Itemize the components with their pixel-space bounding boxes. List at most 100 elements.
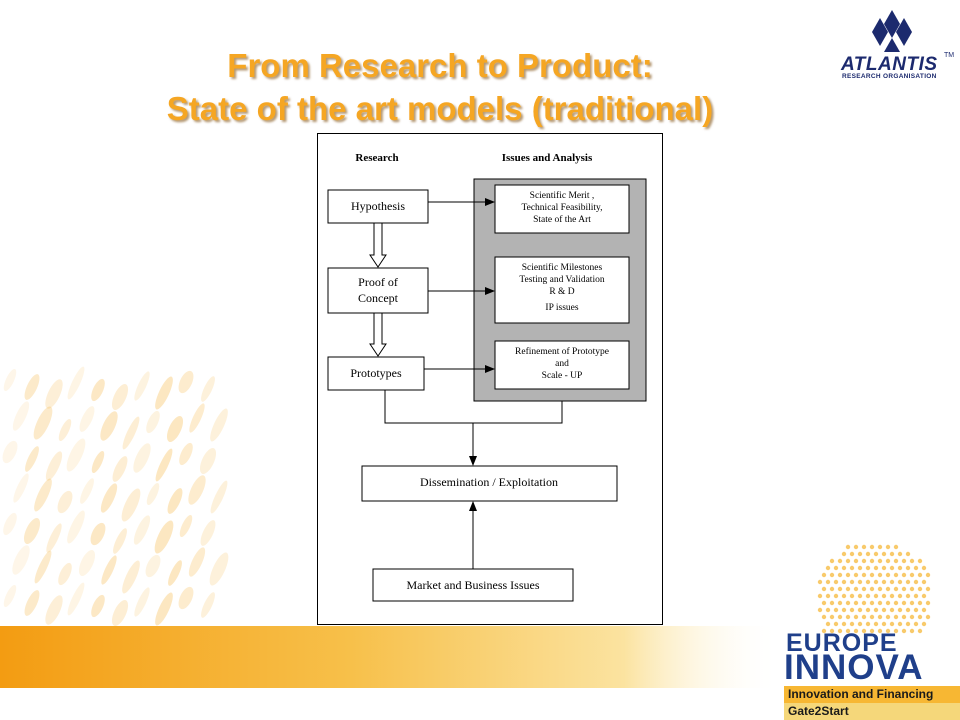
globe-dot: [905, 607, 911, 613]
swirl-mark: [111, 384, 129, 410]
swirl-mark: [45, 451, 63, 481]
globe-dot: [909, 600, 915, 606]
globe-dot: [853, 614, 859, 620]
globe-dot: [869, 572, 875, 578]
swirl-mark: [24, 374, 40, 400]
globe-dot: [837, 628, 843, 634]
globe-dot: [893, 558, 899, 564]
globe-dot: [901, 586, 907, 592]
europe-innova-logo-line2: INNOVA: [784, 648, 924, 687]
globe-dot: [845, 600, 851, 606]
globe-dot: [925, 586, 931, 592]
swirl-mark: [166, 416, 184, 442]
swirl-mark: [121, 488, 141, 522]
globe-dot: [881, 565, 887, 571]
globe-dot: [821, 586, 827, 592]
globe-dot: [885, 544, 891, 550]
swirl-mark: [33, 406, 53, 440]
swirl-mark: [3, 512, 17, 536]
swirl-mark: [134, 587, 150, 617]
globe-dot: [869, 544, 875, 550]
globe-dot: [829, 628, 835, 634]
globe-dot: [885, 558, 891, 564]
globe-dot: [841, 565, 847, 571]
dissemination-box: [361, 465, 618, 502]
globe-dot: [881, 551, 887, 557]
globe-dot: [857, 593, 863, 599]
swirl-mark: [201, 592, 215, 618]
orange-swirl-pattern: [2, 366, 229, 626]
swirl-mark: [134, 371, 150, 401]
globe-dot: [849, 607, 855, 613]
issue-box-refinement: [494, 340, 630, 390]
globe-dot: [921, 579, 927, 585]
globe-dot: [877, 628, 883, 634]
issue2-line4: IP issues: [545, 303, 578, 313]
globe-dot: [825, 621, 831, 627]
globe-dot: [905, 579, 911, 585]
globe-dot: [881, 593, 887, 599]
globe-dot: [901, 600, 907, 606]
swirl-mark: [91, 594, 105, 618]
globe-dot: [825, 607, 831, 613]
globe-dot: [869, 558, 875, 564]
globe-dot: [881, 607, 887, 613]
globe-dot: [917, 572, 923, 578]
globe-dot: [825, 565, 831, 571]
globe-dot: [917, 586, 923, 592]
globe-dot: [821, 614, 827, 620]
hypothesis-box: [327, 189, 429, 224]
globe-dot: [873, 593, 879, 599]
swirl-mark: [167, 488, 183, 514]
globe-dot: [869, 600, 875, 606]
globe-dot: [889, 593, 895, 599]
swirl-mark: [13, 473, 29, 503]
globe-dot: [905, 551, 911, 557]
globe-dot: [877, 586, 883, 592]
globe-dot: [817, 607, 823, 613]
swirl-mark: [2, 440, 18, 464]
globe-dot: [893, 628, 899, 634]
globe-dot: [901, 614, 907, 620]
globe-dot: [865, 565, 871, 571]
globe-dot: [857, 579, 863, 585]
swirl-mark: [133, 515, 151, 545]
globe-dot: [873, 551, 879, 557]
globe-dot: [837, 586, 843, 592]
globe-dot: [889, 565, 895, 571]
swirl-mark: [178, 370, 194, 394]
globe-dot: [905, 621, 911, 627]
globe-dot: [913, 607, 919, 613]
column-header-research: Research: [355, 152, 398, 164]
globe-dot: [833, 621, 839, 627]
column-header-issues: Issues and Analysis: [502, 152, 593, 164]
swirl-mark: [155, 448, 173, 482]
globe-dot: [861, 558, 867, 564]
globe-dot: [857, 551, 863, 557]
slide-title-line2: State of the art models (traditional): [166, 90, 714, 127]
swirl-mark: [12, 545, 30, 575]
globe-dot: [841, 593, 847, 599]
globe-dot: [853, 600, 859, 606]
globe-dot: [817, 593, 823, 599]
globe-dot: [877, 572, 883, 578]
globe-dot: [849, 593, 855, 599]
globe-dot: [913, 621, 919, 627]
globe-dot: [897, 607, 903, 613]
issue2-line3: R & D: [549, 287, 574, 297]
globe-dot: [897, 551, 903, 557]
globe-dot: [849, 565, 855, 571]
issue3-line2: and: [555, 359, 569, 369]
globe-dot: [857, 607, 863, 613]
globe-dot: [817, 579, 823, 585]
globe-dot: [897, 621, 903, 627]
globe-dot: [893, 614, 899, 620]
globe-dot: [865, 551, 871, 557]
swirl-mark: [188, 475, 206, 505]
swirl-mark: [3, 584, 17, 608]
globe-dot: [917, 614, 923, 620]
issue1-line2: Technical Feasibility,: [521, 203, 602, 213]
globe-dot: [889, 551, 895, 557]
swirl-mark: [111, 600, 129, 626]
issue3-line1: Refinement of Prototype: [515, 346, 609, 357]
